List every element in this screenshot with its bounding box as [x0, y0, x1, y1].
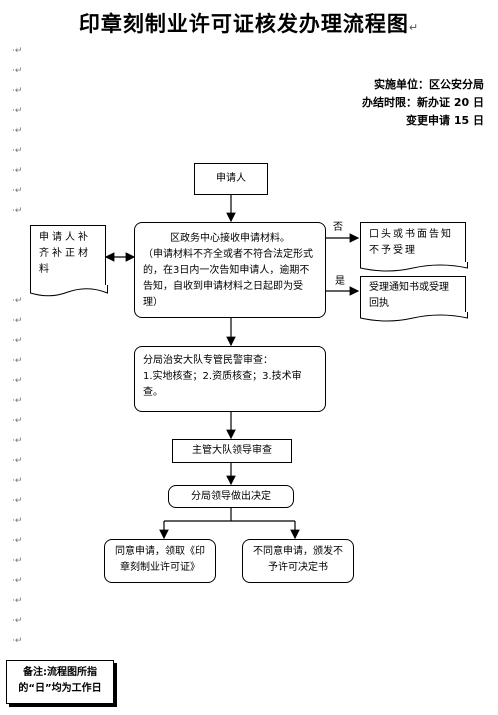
leader-review-box: 主管大队领导审查 [172, 439, 292, 463]
paragraph-mark: ·↵ [12, 636, 23, 646]
paragraph-mark: ·↵ [12, 556, 23, 566]
yes-label: 是 [335, 276, 345, 287]
info-change: 变更申请 15 日 [406, 114, 484, 127]
paragraph-mark: ·↵ [12, 576, 23, 586]
deny-box: 不同意申请，颁发不予许可决定书 [242, 539, 354, 583]
paragraph-mark: ·↵ [12, 496, 23, 506]
reject-box: 口头或书面告知不予受理 [360, 222, 466, 264]
paragraph-mark: ·↵ [12, 456, 23, 466]
paragraph-mark: ·↵ [12, 336, 23, 346]
receive-line1: 区政务中心接收申请材料。 [170, 233, 290, 244]
receive-line2: （申请材料不齐全或者不符合法定形式的，在3日内一次告知申请人，逾期不告知，自收到… [143, 249, 313, 308]
paragraph-mark: ·↵ [12, 596, 23, 606]
paragraph-mark: ·↵ [12, 106, 23, 116]
paragraph-mark: ·↵ [12, 616, 23, 626]
review-line1: 分局治安大队专管民警审查： [143, 355, 273, 366]
reject-wave [360, 262, 468, 272]
paragraph-mark: ·↵ [12, 436, 23, 446]
paragraph-mark: ·↵ [12, 66, 23, 76]
paragraph-mark: ·↵ [12, 516, 23, 526]
page-title: 印章刻制业许可证核发办理流程图↵ [78, 12, 420, 36]
info-time-limit: 办结时限：新办证 20 日 [362, 96, 484, 109]
paragraph-mark: ·↵ [12, 206, 23, 216]
supplement-wave [30, 285, 108, 297]
paragraph-mark: ·↵ [12, 416, 23, 426]
paragraph-mark: ·↵ [12, 86, 23, 96]
paragraph-mark: ·↵ [12, 296, 23, 306]
paragraph-mark: ·↵ [12, 126, 23, 136]
accept-wave [360, 312, 468, 322]
paragraph-mark: ·↵ [12, 186, 23, 196]
info-unit: 实施单位：区公安分局 [374, 78, 484, 91]
decision-box: 分局领导做出决定 [168, 485, 294, 508]
paragraph-mark: ·↵ [12, 166, 23, 176]
footnote-box: 备注:流程图所指的“日”均为工作日 [6, 660, 114, 704]
paragraph-mark: ·↵ [12, 356, 23, 366]
receive-materials-box: 区政务中心接收申请材料。 （申请材料不齐全或者不符合法定形式的，在3日内一次告知… [134, 222, 326, 318]
review-box: 分局治安大队专管民警审查： 1.实地核查；2.资质核查；3.技术审查。 [134, 346, 326, 412]
no-label: 否 [333, 222, 343, 233]
paragraph-mark: ·↵ [12, 396, 23, 406]
accept-box: 受理通知书或受理回执 [360, 276, 466, 314]
paragraph-mark: ·↵ [12, 46, 23, 56]
supplement-box: 申请人补齐补正材料 [30, 225, 106, 287]
paragraph-mark: ·↵ [12, 146, 23, 156]
paragraph-mark: ·↵ [12, 536, 23, 546]
review-line2: 1.实地核查；2.资质核查；3.技术审查。 [143, 371, 302, 398]
approve-box: 同意申请，领取《印章刻制业许可证》 [104, 539, 216, 583]
paragraph-mark: ·↵ [12, 376, 23, 386]
paragraph-mark: ·↵ [12, 476, 23, 486]
paragraph-mark: ·↵ [12, 316, 23, 326]
applicant-box: 申请人 [194, 163, 268, 195]
